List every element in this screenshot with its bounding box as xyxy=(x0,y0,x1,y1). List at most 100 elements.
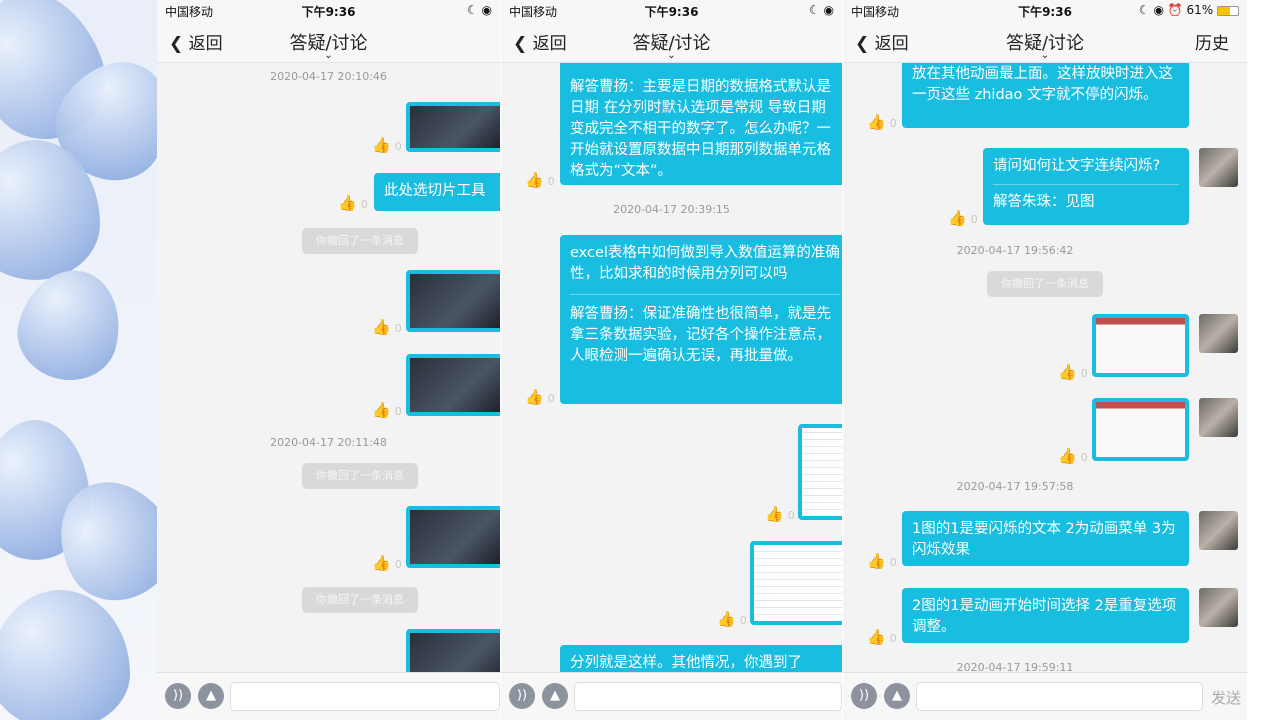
like-button[interactable]: 👍0 xyxy=(1058,447,1088,465)
clock: 下午9:36 xyxy=(301,5,356,19)
like-button[interactable]: 👍0 xyxy=(1058,363,1088,381)
voice-icon[interactable]: )) xyxy=(509,683,535,709)
history-button[interactable]: 历史 xyxy=(1195,34,1229,54)
page-title: 答疑/讨论 xyxy=(1005,33,1085,54)
like-button[interactable]: 👍0 xyxy=(765,505,795,523)
image-message[interactable] xyxy=(406,270,500,332)
chevron-down-icon[interactable]: ⌄ xyxy=(324,50,333,61)
message-bubble: 解答曹扬：主要是日期的数据格式默认是日期 在分列时默认选项是常规 导致日期变成完… xyxy=(560,63,842,185)
like-button[interactable]: 👍0 xyxy=(867,113,897,131)
like-button[interactable]: 👍0 xyxy=(372,136,402,154)
status-bar: 中国移动下午9:36☾ ◉ ⏰ 61% xyxy=(843,0,1247,20)
divider xyxy=(570,294,840,295)
avatar[interactable] xyxy=(1199,511,1238,550)
like-count: 0 xyxy=(360,198,368,211)
voice-icon[interactable]: )) xyxy=(851,683,877,709)
like-button[interactable]: 👍0 xyxy=(338,194,368,212)
like-button[interactable]: 👍0 xyxy=(372,554,402,572)
like-count: 0 xyxy=(394,405,402,418)
input-bar: )) ▲ xyxy=(501,672,842,720)
like-count: 0 xyxy=(889,117,897,130)
like-button[interactable]: 👍0 xyxy=(867,552,897,570)
nav-header: ❮ 返回 答疑/讨论 ⌄ xyxy=(157,20,500,63)
image-message[interactable] xyxy=(750,541,842,625)
image-picker-icon[interactable]: ▲ xyxy=(198,683,224,709)
like-button[interactable]: 👍0 xyxy=(525,171,555,189)
input-bar: )) ▲ 发送 xyxy=(843,672,1247,720)
answer-text: 解答朱珠：见图 xyxy=(993,194,1095,210)
thumbs-up-icon: 👍 xyxy=(765,505,784,523)
page-title: 答疑/讨论 xyxy=(632,33,711,54)
thumbs-up-icon: 👍 xyxy=(525,388,544,406)
answer-text: 解答曹扬：保证准确性也很简单，就是先拿三条数据实验，记好各个操作注意点，人眼检测… xyxy=(570,306,831,364)
carrier: 中国移动 xyxy=(509,5,558,19)
avatar[interactable] xyxy=(1199,314,1238,353)
like-count: 0 xyxy=(1080,451,1088,464)
back-label: 返回 xyxy=(188,34,223,54)
carrier: 中国移动 xyxy=(851,5,900,19)
battery-icon xyxy=(1217,5,1239,16)
thumbs-up-icon: 👍 xyxy=(372,401,391,419)
image-picker-icon[interactable]: ▲ xyxy=(884,683,910,709)
image-picker-icon[interactable]: ▲ xyxy=(542,683,568,709)
thumbs-up-icon: 👍 xyxy=(867,552,886,570)
status-bar: 中国移动 下午9:36 ☾ ◉ xyxy=(157,0,500,20)
like-count: 0 xyxy=(394,140,402,153)
chat-screen-3: 中国移动下午9:36☾ ◉ ⏰ 61% ❮ 返回 答疑/讨论 ⌄ 历史 放在其他… xyxy=(843,0,1247,720)
like-button[interactable]: 👍0 xyxy=(525,388,555,406)
carrier: 中国移动 xyxy=(165,5,214,19)
like-count: 0 xyxy=(1080,367,1088,380)
image-message[interactable] xyxy=(406,102,500,152)
timestamp: 2020-04-17 20:11:48 xyxy=(270,436,387,449)
image-message[interactable] xyxy=(406,354,500,416)
status-icons: ☾ ◉ xyxy=(808,3,834,17)
like-count: 0 xyxy=(970,213,978,226)
avatar[interactable] xyxy=(1199,588,1238,627)
input-bar: )) ▲ xyxy=(157,672,500,720)
message-input[interactable] xyxy=(574,682,842,711)
image-message[interactable] xyxy=(1092,398,1189,461)
like-count: 0 xyxy=(889,632,897,645)
avatar[interactable] xyxy=(1199,398,1238,437)
recalled-notice: 你撤回了一条消息 xyxy=(302,587,418,613)
clock: 下午9:36 xyxy=(1018,5,1072,19)
thumbs-up-icon: 👍 xyxy=(867,113,886,131)
image-message[interactable] xyxy=(798,424,842,520)
send-button[interactable]: 发送 xyxy=(1210,689,1241,707)
timestamp: 2020-04-17 19:59:11 xyxy=(956,661,1074,674)
like-button[interactable]: 👍0 xyxy=(948,209,978,227)
like-button[interactable]: 👍0 xyxy=(717,610,747,628)
qa-bubble: excel表格中如何做到导入数值运算的准确性，比如求和的时候用分列可以吗 解答曹… xyxy=(560,235,842,404)
like-button[interactable]: 👍0 xyxy=(372,401,402,419)
chat-screen-2: 中国移动 下午9:36 ☾ ◉ ❮ 返回 答疑/讨论 ⌄ 解答曹扬：主要是日期的数据… xyxy=(501,0,842,720)
chevron-down-icon[interactable]: ⌄ xyxy=(1040,50,1050,61)
avatar[interactable] xyxy=(1199,148,1238,187)
like-button[interactable]: 👍0 xyxy=(867,628,897,646)
thumbs-up-icon: 👍 xyxy=(525,171,544,189)
image-message[interactable] xyxy=(406,506,500,568)
message-input[interactable] xyxy=(230,682,500,711)
like-count: 0 xyxy=(547,392,555,405)
like-count: 0 xyxy=(394,558,402,571)
timestamp: 2020-04-17 19:57:58 xyxy=(956,480,1074,493)
like-count: 0 xyxy=(394,322,402,335)
image-message[interactable] xyxy=(1092,314,1189,377)
back-label: 返回 xyxy=(874,34,909,54)
thumbs-up-icon: 👍 xyxy=(372,554,391,572)
message-bubble: 1图的1是要闪烁的文本 2为动画菜单 3为闪烁效果 xyxy=(902,511,1189,566)
thumbs-up-icon: 👍 xyxy=(372,136,391,154)
chat-screen-1: 中国移动 下午9:36 ☾ ◉ ❮ 返回 答疑/讨论 ⌄ 2020-04-17 20… xyxy=(157,0,500,720)
voice-icon[interactable]: )) xyxy=(165,683,191,709)
chevron-down-icon[interactable]: ⌄ xyxy=(667,50,676,61)
back-button[interactable]: ❮ 返回 xyxy=(169,34,223,54)
back-button[interactable]: ❮ 返回 xyxy=(513,34,567,54)
timestamp: 2020-04-17 20:10:46 xyxy=(270,70,387,83)
question-text: 请问如何让文字连续闪烁? xyxy=(993,158,1161,174)
back-button[interactable]: ❮ 返回 xyxy=(855,34,909,54)
message-bubble: 放在其他动画最上面。这样放映时进入这一页这些 zhidao 文字就不停的闪烁。 xyxy=(902,63,1189,128)
clock: 下午9:36 xyxy=(644,5,699,19)
like-button[interactable]: 👍0 xyxy=(372,318,402,336)
timestamp: 2020-04-17 19:56:42 xyxy=(956,244,1074,257)
message-input[interactable] xyxy=(916,682,1203,711)
status-icons: ☾ ◉ xyxy=(466,3,492,17)
